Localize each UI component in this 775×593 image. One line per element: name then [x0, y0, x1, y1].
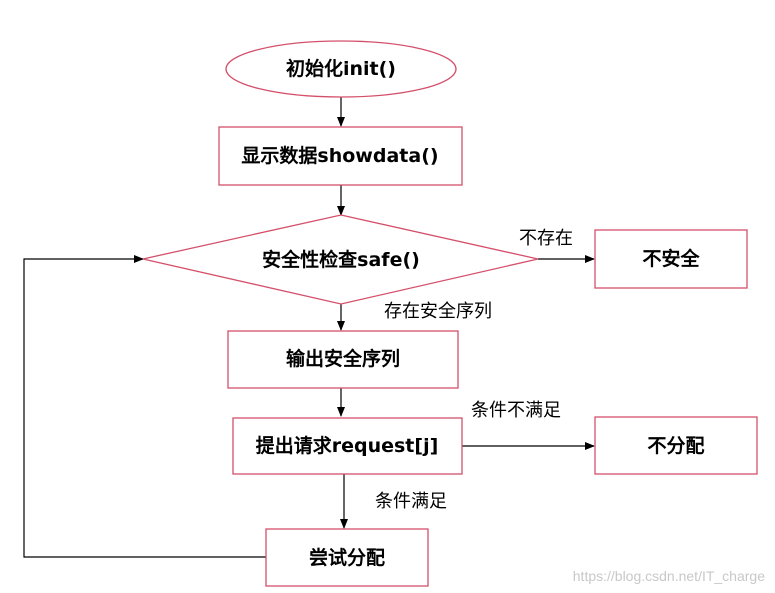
- node-no-allocate: 不分配: [594, 416, 758, 475]
- try-allocate-label: 尝试分配: [309, 546, 385, 569]
- unsafe-box: [594, 229, 748, 289]
- watermark: https://blog.csdn.net/IT_charge: [573, 568, 765, 584]
- node-safe-check: 安全性检查safe(): [142, 214, 539, 305]
- node-request: 提出请求request[j]: [232, 417, 463, 475]
- edge-label-condition-met: 条件满足: [375, 491, 447, 512]
- init-ellipse: [225, 40, 457, 98]
- showdata-label: 显示数据showdata(): [241, 144, 438, 167]
- request-box: [232, 417, 463, 475]
- edge-label-condition-not-met: 条件不满足: [471, 400, 561, 421]
- no-allocate-label: 不分配: [647, 435, 704, 457]
- try-allocate-box: [265, 528, 429, 587]
- edge-label-exists-sequence: 存在安全序列: [384, 301, 492, 322]
- node-output-sequence: 输出安全序列: [227, 330, 459, 389]
- output-sequence-box: [227, 330, 459, 389]
- edge-try-loop-back-to-safe: [23, 255, 266, 558]
- node-showdata: 显示数据showdata(): [218, 126, 463, 186]
- output-sequence-label: 输出安全序列: [286, 347, 400, 370]
- edge-label-not-exist: 不存在: [519, 228, 573, 249]
- unsafe-label: 不安全: [642, 247, 700, 270]
- node-unsafe: 不安全: [594, 229, 748, 289]
- node-try-allocate: 尝试分配: [265, 528, 429, 587]
- no-allocate-box: [594, 416, 758, 475]
- node-init: 初始化init(): [225, 40, 457, 98]
- showdata-box: [218, 126, 463, 186]
- request-label: 提出请求request[j]: [256, 434, 439, 457]
- safe-check-diamond: [142, 214, 539, 305]
- init-label: 初始化init(): [286, 57, 396, 80]
- safe-check-label: 安全性检查safe(): [262, 248, 420, 271]
